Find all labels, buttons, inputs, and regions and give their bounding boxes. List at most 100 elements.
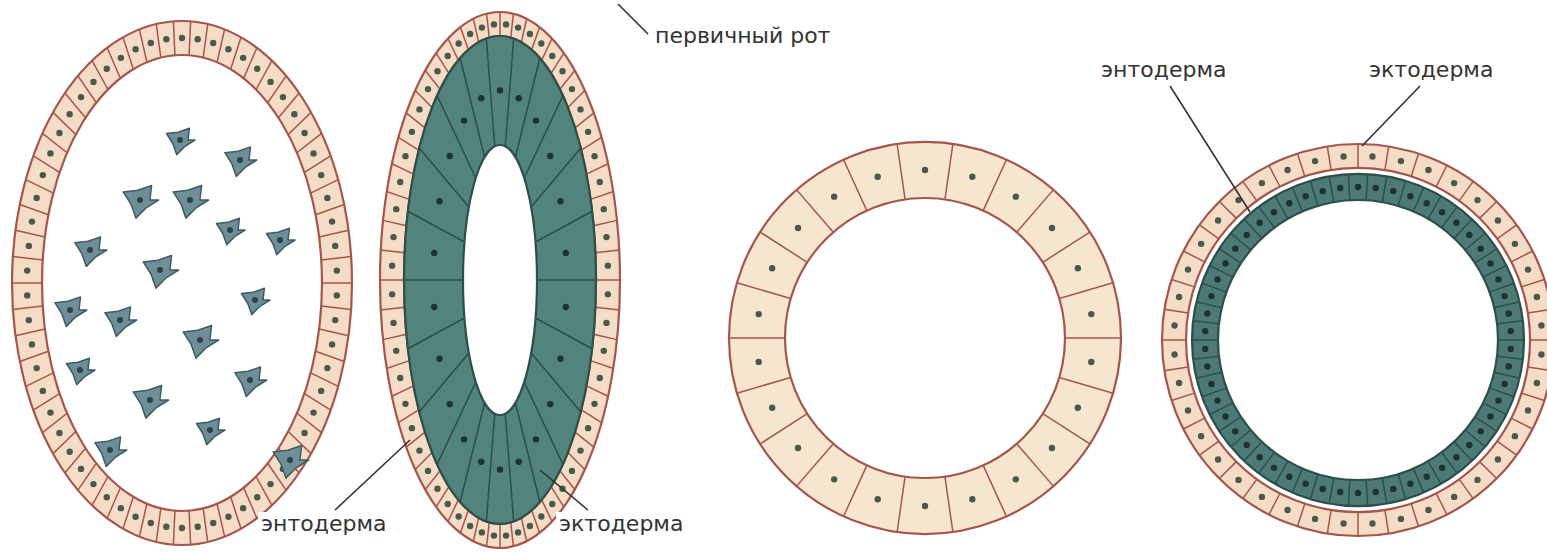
cell-wall bbox=[156, 24, 161, 58]
cell-nucleus bbox=[1198, 241, 1204, 247]
cell-nucleus bbox=[87, 247, 93, 253]
cell-nucleus bbox=[1013, 193, 1019, 199]
cell-nucleus bbox=[225, 46, 231, 52]
cell-wall bbox=[1348, 480, 1350, 506]
cell-wall bbox=[897, 477, 905, 532]
cell-wall bbox=[1196, 372, 1221, 378]
cell-nucleus bbox=[922, 167, 928, 173]
cell-wall bbox=[65, 448, 86, 473]
cell-wall bbox=[316, 351, 345, 361]
cell-nucleus bbox=[425, 86, 431, 92]
cell-wall bbox=[1219, 462, 1236, 479]
cell-nucleus bbox=[329, 218, 335, 224]
cell-wall bbox=[92, 476, 108, 505]
cell-nucleus bbox=[1286, 200, 1292, 206]
cell-wall bbox=[256, 476, 272, 505]
cell-nucleus bbox=[389, 291, 395, 297]
cell-wall bbox=[1043, 232, 1090, 262]
cell-nucleus bbox=[577, 106, 583, 112]
cell-nucleus bbox=[1466, 442, 1472, 448]
cell-wall bbox=[575, 113, 594, 128]
mesenchyme-cell bbox=[55, 297, 87, 327]
cell-nucleus bbox=[24, 267, 30, 273]
cell-nucleus bbox=[1204, 363, 1210, 369]
blastula-mesenchyme bbox=[12, 21, 352, 545]
ectoderm-layer bbox=[12, 21, 352, 545]
cell-wall bbox=[499, 524, 501, 548]
cell-nucleus bbox=[431, 250, 437, 256]
cell-wall bbox=[1428, 196, 1441, 219]
cell-nucleus bbox=[148, 40, 154, 46]
cell-nucleus bbox=[605, 291, 611, 297]
cell-wall bbox=[473, 19, 478, 42]
cell-wall bbox=[311, 373, 339, 386]
cell-nucleus bbox=[478, 459, 484, 465]
cell-wall bbox=[383, 334, 406, 339]
cell-wall bbox=[217, 29, 225, 62]
cell-wall bbox=[586, 386, 608, 396]
cell-nucleus bbox=[40, 172, 46, 178]
cell-nucleus bbox=[1505, 310, 1511, 316]
cell-nucleus bbox=[148, 520, 154, 526]
cell-wall bbox=[844, 465, 867, 516]
cell-wall bbox=[487, 14, 490, 38]
cell-nucleus bbox=[1525, 266, 1531, 272]
cell-nucleus bbox=[585, 129, 591, 135]
cell-nucleus bbox=[225, 514, 231, 520]
cell-nucleus bbox=[390, 320, 396, 326]
leader-line bbox=[618, 4, 648, 34]
cell-wall bbox=[1310, 474, 1317, 499]
cell-wall bbox=[1297, 154, 1304, 177]
cell-nucleus bbox=[516, 95, 522, 101]
cell-wall bbox=[1497, 321, 1523, 324]
cell-nucleus bbox=[436, 198, 442, 204]
cell-wall bbox=[13, 256, 43, 259]
cell-nucleus bbox=[318, 388, 324, 394]
cell-wall bbox=[1436, 165, 1447, 186]
mesenchyme-cell bbox=[273, 446, 308, 479]
cell-wall bbox=[486, 38, 494, 146]
cell-wall bbox=[1329, 177, 1334, 203]
cell-nucleus bbox=[874, 174, 880, 180]
cell-wall bbox=[217, 504, 225, 537]
cell-nucleus bbox=[324, 195, 330, 201]
cell-wall bbox=[20, 351, 49, 361]
mesenchyme-cell bbox=[267, 228, 296, 254]
cell-wall bbox=[581, 410, 601, 423]
cell-nucleus bbox=[538, 40, 544, 46]
cell-wall bbox=[1483, 403, 1506, 415]
cell-wall bbox=[1269, 165, 1280, 186]
cell-nucleus bbox=[147, 397, 153, 403]
cell-wall bbox=[33, 394, 59, 411]
cell-nucleus bbox=[390, 234, 396, 240]
cell-wall bbox=[380, 279, 404, 281]
cell-wall bbox=[945, 477, 953, 532]
cell-nucleus bbox=[78, 466, 84, 472]
cell-nucleus bbox=[585, 425, 591, 431]
cell-nucleus bbox=[237, 157, 243, 163]
leader-line bbox=[1362, 86, 1420, 146]
cell-nucleus bbox=[1256, 220, 1262, 226]
cell-wall bbox=[797, 190, 834, 232]
cell-wall bbox=[1522, 393, 1545, 400]
cell-wall bbox=[1494, 302, 1519, 308]
cell-wall bbox=[460, 58, 485, 157]
cell-wall bbox=[12, 282, 42, 284]
cell-nucleus bbox=[569, 468, 575, 474]
cell-nucleus bbox=[527, 31, 533, 37]
cell-nucleus bbox=[1505, 363, 1511, 369]
cell-wall bbox=[1522, 279, 1545, 286]
cell-wall bbox=[1193, 356, 1219, 359]
mesenchyme-cell bbox=[235, 367, 267, 397]
cell-wall bbox=[311, 180, 339, 193]
cell-wall bbox=[1219, 249, 1241, 263]
cell-wall bbox=[437, 382, 476, 464]
cell-nucleus bbox=[1202, 346, 1208, 352]
cell-wall bbox=[383, 220, 406, 225]
cell-nucleus bbox=[1208, 381, 1214, 387]
cell-nucleus bbox=[1312, 516, 1318, 522]
cell-wall bbox=[515, 403, 540, 502]
cell-nucleus bbox=[1185, 407, 1191, 413]
cell-wall bbox=[1210, 403, 1233, 415]
cell-nucleus bbox=[187, 197, 193, 203]
